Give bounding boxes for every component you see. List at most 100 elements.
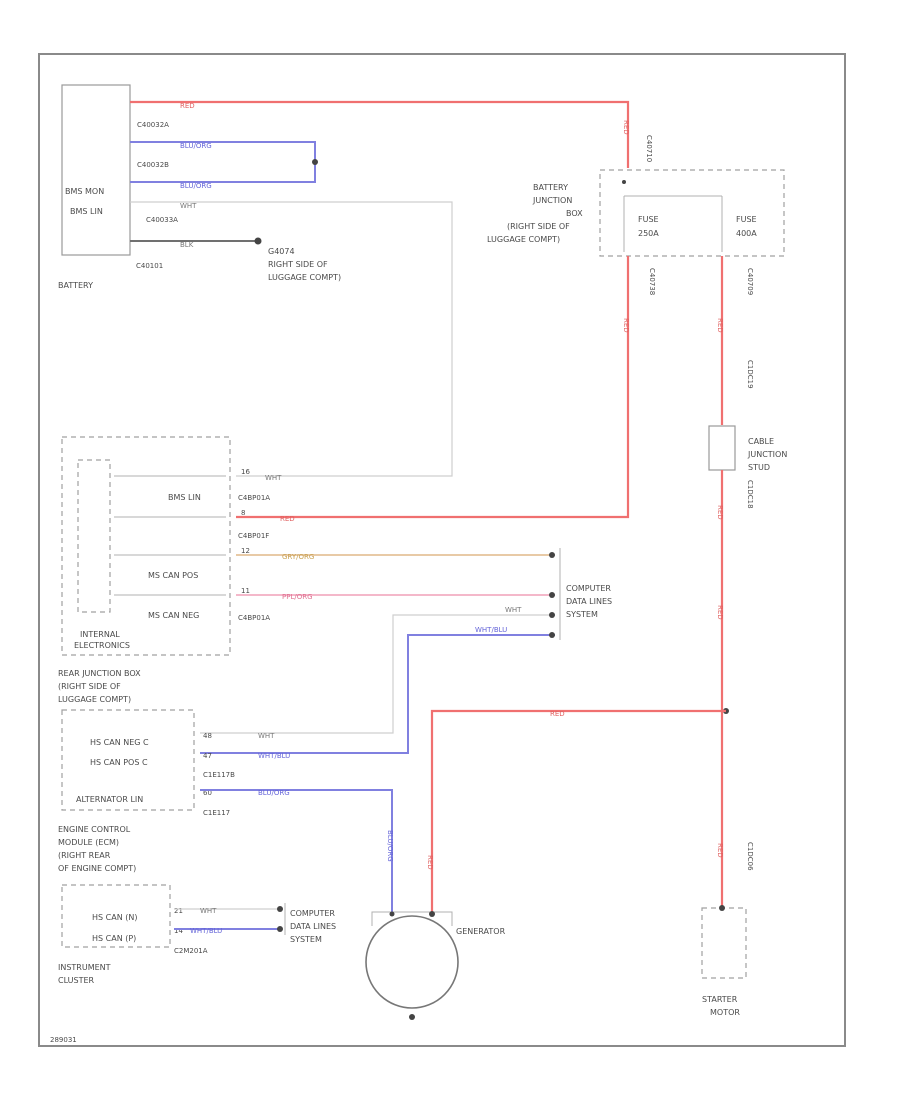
rjb-connector-1: C4BP01A: [238, 494, 270, 502]
battery-junction-box: BATTERY JUNCTION BOX (RIGHT SIDE OF LUGG…: [487, 169, 785, 295]
wire-label-gry-org: GRY/ORG: [282, 553, 314, 561]
ground-point: [254, 237, 262, 245]
wire-label-wht-blu-1: WHT/BLU: [475, 626, 507, 634]
bjb-label-1: BATTERY: [533, 183, 568, 192]
ecm-connector-2: C1E117: [203, 809, 230, 817]
rjb-pin-num-3: 12: [241, 547, 250, 555]
computer-data-lines-system-2: COMPUTER DATA LINES SYSTEM: [284, 903, 336, 944]
cdls-2-pin-1: [277, 906, 283, 912]
stud-box: [708, 425, 736, 471]
wire-label-red-7: RED: [716, 605, 724, 620]
starter-terminal: [719, 905, 725, 911]
starter-motor: STARTER MOTOR C1DC06: [701, 842, 754, 1017]
bjb-label-2: JUNCTION: [532, 196, 572, 205]
ipc-label-2: CLUSTER: [58, 976, 95, 985]
stud-label-3: STUD: [748, 463, 770, 472]
wire-label-blu-org-1: BLU/ORG: [180, 142, 212, 150]
wire-label-red-2: RED: [622, 120, 630, 135]
wire-label-red-1: RED: [180, 102, 195, 110]
cdls-2-label-3: SYSTEM: [290, 935, 322, 944]
wire-splice-to-generator: [430, 709, 726, 915]
wire-label-red-4: RED: [280, 515, 295, 523]
wire-label-red-10: RED: [426, 855, 434, 870]
wire-hs-can-neg: [200, 614, 555, 734]
wire-battery-to-bjb: [130, 100, 630, 168]
ground-location-1: RIGHT SIDE OF: [268, 260, 328, 269]
wire-label-blu-org-2: BLU/ORG: [180, 182, 212, 190]
ecm-pin-num-2: 47: [203, 752, 212, 760]
fuse-a-rating: 250A: [638, 229, 659, 238]
battery-connector-3: C40033A: [146, 216, 178, 224]
battery-connector-4: C40101: [136, 262, 163, 270]
rear-junction-box: BMS LIN MS CAN POS MS CAN NEG INTERNAL E…: [58, 436, 270, 704]
ground-location-2: LUGGAGE COMPT): [268, 273, 341, 282]
generator-b-plus: [429, 911, 435, 917]
wire-alternator-lin: [200, 789, 393, 912]
ecm-label-4: OF ENGINE COMPT): [58, 864, 136, 873]
wire-bms-lin: [130, 201, 453, 477]
ipc-pin-hs-can-neg: HS CAN (N): [92, 913, 137, 922]
stud-label-2: JUNCTION: [747, 450, 787, 459]
wire-label-ppl-org: PPL/ORG: [282, 593, 313, 601]
battery-connector-1: C40032A: [137, 121, 169, 129]
rjb-internal-1: INTERNAL: [80, 630, 120, 639]
bjb-pin-top: [622, 180, 626, 184]
wire-label-wht-1: WHT: [180, 202, 197, 210]
battery-box: [61, 84, 131, 256]
cdls-1-label-3: SYSTEM: [566, 610, 598, 619]
rjb-connector-2: C4BP01F: [238, 532, 269, 540]
rjb-label-1: REAR JUNCTION BOX: [58, 669, 141, 678]
rjb-pin-num-1: 16: [241, 468, 250, 476]
wire-label-red-6: RED: [716, 505, 724, 520]
diagram-frame: [38, 53, 846, 1047]
computer-data-lines-system-1: COMPUTER DATA LINES SYSTEM: [559, 548, 612, 640]
wire-label-blk: BLK: [180, 241, 194, 249]
wire-label-wht-4: WHT: [258, 732, 275, 740]
ecm-pin-num-1: 48: [203, 732, 212, 740]
ecm-pin-hs-can-pos: HS CAN POS C: [90, 758, 148, 767]
bjb-connector-a: C40738: [648, 268, 656, 295]
rjb-internal-box: [77, 459, 111, 613]
ecm-label-3: (RIGHT REAR: [58, 851, 111, 860]
ipc-pin-num-1: 21: [174, 907, 183, 915]
cdls-1-label-2: DATA LINES: [566, 597, 612, 606]
engine-control-module: HS CAN NEG C HS CAN POS C ALTERNATOR LIN…: [58, 709, 235, 873]
ground-id: G4074: [268, 247, 295, 256]
ipc-box: [61, 884, 171, 948]
rjb-pin-bms-lin: BMS LIN: [168, 493, 201, 502]
generator: GENERATOR: [365, 911, 506, 1020]
rjb-pin-ms-can-pos: MS CAN POS: [148, 571, 198, 580]
ecm-pin-hs-can-neg: HS CAN NEG C: [90, 738, 149, 747]
bjb-label-3: BOX: [566, 209, 583, 218]
wire-label-red-3: RED: [622, 318, 630, 333]
cdls-2-label-1: COMPUTER: [290, 909, 335, 918]
rjb-internal-2: ELECTRONICS: [74, 641, 130, 650]
generator-ground: [409, 1014, 415, 1020]
ecm-connector-1: C1E117B: [203, 771, 235, 779]
battery: BMS MON BMS LIN BATTERY C40032A C40032B …: [58, 84, 178, 290]
starter-box: [701, 907, 747, 979]
wire-label-red-8: RED: [716, 843, 724, 858]
ipc-pin-num-2: 14: [174, 927, 183, 935]
wire-label-red-5: RED: [716, 318, 724, 333]
stud-label-1: CABLE: [748, 437, 774, 446]
starter-connector: C1DC06: [746, 842, 754, 871]
ipc-label-1: INSTRUMENT: [58, 963, 111, 972]
cable-junction-stud: CABLE JUNCTION STUD C1DC19 C1DC18: [708, 360, 787, 509]
battery-label: BATTERY: [58, 281, 93, 290]
splice-bms: [312, 159, 318, 165]
ecm-label-2: MODULE (ECM): [58, 838, 119, 847]
battery-pin-bms-lin: BMS LIN: [70, 207, 103, 216]
rjb-pin-ms-can-neg: MS CAN NEG: [148, 611, 199, 620]
bjb-connector-top: C40710: [645, 135, 653, 162]
rjb-pin-num-4: 11: [241, 587, 250, 595]
bjb-box: [599, 169, 785, 257]
bjb-connector-b: C40709: [746, 268, 754, 295]
generator-label: GENERATOR: [456, 927, 506, 936]
stud-connector-top: C1DC19: [746, 360, 754, 389]
rjb-label-2: (RIGHT SIDE OF: [58, 682, 121, 691]
instrument-cluster: HS CAN (N) HS CAN (P) 21 14 C2M201A INST…: [58, 884, 208, 985]
wire-label-wht-blu-3: WHT/BLU: [190, 927, 222, 935]
wire-bjb-to-rjb: [236, 256, 630, 519]
